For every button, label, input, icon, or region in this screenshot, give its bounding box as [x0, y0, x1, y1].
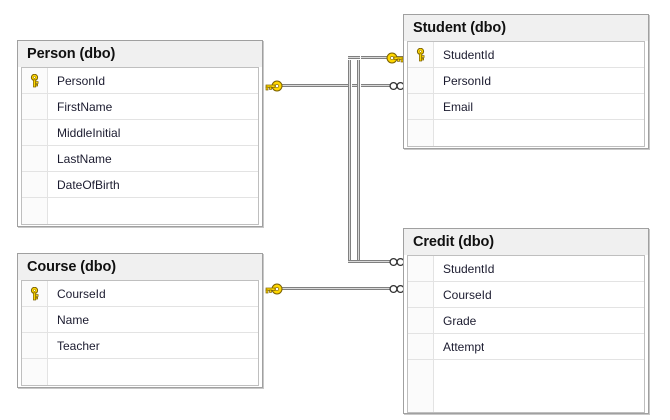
column-name: StudentId — [443, 47, 495, 62]
column-name: StudentId — [443, 261, 495, 276]
column-name: Teacher — [57, 338, 100, 353]
column-key-slot-empty — [408, 120, 434, 146]
column-name: DateOfBirth — [57, 177, 120, 192]
column-row[interactable]: MiddleInitial — [22, 120, 258, 146]
column-row[interactable]: Teacher — [22, 333, 258, 359]
column-key-slot-empty — [408, 282, 434, 307]
relationship-endpoint-many-student-personid — [389, 78, 407, 94]
column-name: PersonId — [57, 73, 106, 88]
empty-row[interactable] — [22, 359, 258, 385]
relationship-line-person-student[interactable] — [273, 84, 404, 88]
column-name: CourseId — [57, 286, 106, 301]
column-row[interactable]: Attempt — [408, 334, 644, 360]
column-name: FirstName — [57, 99, 113, 114]
column-key-slot-empty — [408, 94, 434, 119]
column-row[interactable]: PersonId — [408, 68, 644, 94]
relationship-line-student-credit-vertical-inner[interactable] — [357, 56, 361, 264]
primary-key-icon — [22, 68, 48, 93]
relationship-endpoint-key-person-personid — [264, 78, 284, 94]
relationship-line-course-credit[interactable] — [273, 287, 404, 291]
empty-row[interactable] — [22, 198, 258, 224]
empty-row[interactable] — [408, 386, 644, 412]
column-row[interactable]: StudentId — [408, 256, 644, 282]
column-row[interactable]: FirstName — [22, 94, 258, 120]
column-row[interactable]: LastName — [22, 146, 258, 172]
column-key-slot-empty — [22, 198, 48, 224]
relationship-endpoint-key-student-studentid — [385, 50, 405, 66]
column-key-slot-empty — [22, 333, 48, 358]
column-row[interactable]: PersonId — [22, 68, 258, 94]
primary-key-icon — [408, 42, 434, 67]
column-key-slot-empty — [408, 386, 434, 412]
column-name: CourseId — [443, 287, 492, 302]
column-name: MiddleInitial — [57, 125, 121, 140]
relationship-line-student-credit-top[interactable] — [357, 56, 404, 60]
column-key-slot-empty — [22, 172, 48, 197]
column-row[interactable]: Grade — [408, 308, 644, 334]
column-key-slot-empty — [22, 359, 48, 385]
column-name: Grade — [443, 313, 477, 328]
column-key-slot-empty — [22, 94, 48, 119]
column-row[interactable]: Email — [408, 94, 644, 120]
empty-row[interactable] — [408, 120, 644, 146]
relationship-line-student-credit-vertical-outer[interactable] — [348, 56, 352, 264]
relationship-line-student-credit-bottom[interactable] — [357, 260, 404, 264]
column-key-slot-empty — [22, 146, 48, 171]
column-key-slot-empty — [22, 307, 48, 332]
table-title-course: Course (dbo) — [18, 254, 262, 280]
column-key-slot-empty — [408, 256, 434, 281]
column-name: Email — [443, 99, 474, 114]
column-name: PersonId — [443, 73, 492, 88]
column-row[interactable]: DateOfBirth — [22, 172, 258, 198]
table-title-person: Person (dbo) — [18, 41, 262, 67]
relationship-endpoint-key-course-courseid — [264, 281, 284, 297]
column-name: Name — [57, 312, 90, 327]
relationship-line-student-credit-jog-top[interactable] — [348, 56, 360, 60]
column-row[interactable]: CourseId — [22, 281, 258, 307]
relationship-line-student-credit-jog-bottom[interactable] — [348, 260, 360, 264]
column-name: LastName — [57, 151, 112, 166]
empty-row[interactable] — [408, 360, 644, 386]
column-key-slot-empty — [22, 120, 48, 145]
column-row[interactable]: CourseId — [408, 282, 644, 308]
table-title-student: Student (dbo) — [404, 15, 648, 41]
column-name: Attempt — [443, 339, 485, 354]
column-key-slot-empty — [408, 308, 434, 333]
table-title-credit: Credit (dbo) — [404, 229, 648, 255]
primary-key-icon — [22, 281, 48, 306]
column-key-slot-empty — [408, 334, 434, 359]
column-row[interactable]: Name — [22, 307, 258, 333]
column-key-slot-empty — [408, 360, 434, 386]
column-row[interactable]: StudentId — [408, 42, 644, 68]
column-key-slot-empty — [408, 68, 434, 93]
